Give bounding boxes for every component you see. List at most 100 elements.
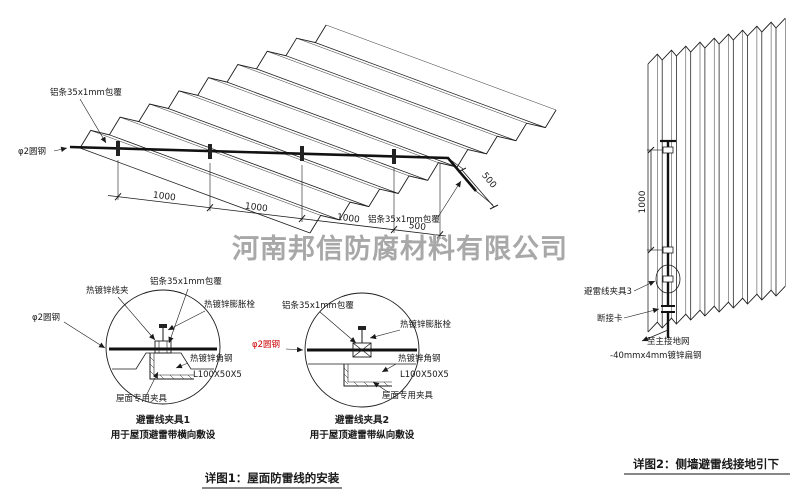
wire-clip <box>154 340 172 354</box>
hatch-line <box>187 374 193 380</box>
label-fixture-d1: 屋面专用夹具 <box>116 393 168 404</box>
corrugation-edge-front <box>309 109 557 234</box>
leader-line <box>381 363 397 373</box>
dim-1000-3: 1000 <box>336 213 360 226</box>
leader-line <box>623 307 660 319</box>
dimension-line <box>461 169 495 208</box>
corrugation-rib-line <box>197 94 428 181</box>
hatch-line <box>149 370 155 376</box>
leader-line <box>53 146 68 152</box>
dim-tick <box>298 214 306 223</box>
label-flat-steel: -40mmx4mm镀锌扁钢 <box>610 350 701 361</box>
roof-conductor-group <box>69 141 477 192</box>
hatch-line <box>343 379 349 385</box>
hatch-line <box>343 367 349 373</box>
label-disconnect: 断接卡 <box>597 313 623 324</box>
roof-clamp <box>116 141 120 156</box>
dim-tick <box>206 203 214 212</box>
label-round-steel-roof: φ2圆钢 <box>18 146 46 157</box>
wall-corrugation <box>647 17 786 333</box>
roof-dimension-chain <box>107 160 447 239</box>
leader-line <box>168 288 189 344</box>
label-clamp3: 避雷线夹具3 <box>584 286 632 297</box>
label-alu-strip-top: 铝条35x1mm包覆 <box>50 87 122 98</box>
corrugation-rib-line <box>109 134 340 221</box>
hatch-line <box>159 374 165 380</box>
dim-tick <box>114 192 122 201</box>
corrugation-rib-line <box>315 42 546 128</box>
label-angle-size-d1: L100X50X5 <box>193 370 242 380</box>
label-to-ground: 至主接地网 <box>647 336 690 347</box>
bolt-head <box>358 326 366 330</box>
leader-line <box>79 98 107 144</box>
label-fixture-d2: 屋面专用夹具 <box>382 390 434 401</box>
roof-clamp <box>392 149 396 164</box>
label-angle-steel-d2: 热镀锌角钢 <box>398 353 441 364</box>
roof-corrugation <box>79 24 557 234</box>
hatch-line <box>169 374 175 380</box>
detail-circle-2: 铝条35x1mm包覆 热镀锌膨胀栓 φ2圆钢 热镀锌角钢 L100X50X5 屋… <box>252 292 452 441</box>
dimension-line <box>107 195 447 237</box>
leader-line <box>145 371 159 397</box>
extension-line <box>447 157 464 170</box>
clamp-highlight-circle <box>655 264 681 294</box>
corrugation-rib-line <box>285 55 517 142</box>
dim-tick <box>390 225 398 234</box>
leader-line <box>319 311 357 344</box>
lightning-conductor-line <box>69 145 477 192</box>
detail1-subtitle: 用于屋顶避雷带横向敷设 <box>110 429 216 441</box>
roof-clamp <box>300 146 304 161</box>
corrugation-rib-line <box>326 24 557 111</box>
leader-line <box>175 362 189 369</box>
hatch-line <box>363 381 369 387</box>
hatch-line <box>353 381 359 387</box>
label-angle-steel-d1: 热镀锌角钢 <box>190 353 233 364</box>
wall-dim-1000: 1000 <box>638 190 648 213</box>
corrugation-rib-line <box>256 68 487 155</box>
wall-dimension <box>647 146 662 254</box>
wall-conductor-group <box>655 139 681 338</box>
detail2-subtitle: 用于屋顶避雷带纵向敷设 <box>309 429 415 441</box>
dim-tick <box>489 204 499 210</box>
corrugation-edge-back <box>647 17 786 65</box>
dim-500-slope: 500 <box>479 171 498 191</box>
to-ground-arrow <box>641 329 669 342</box>
dim-500-chain: 500 <box>408 221 427 233</box>
corrugation-rib-line <box>149 103 380 190</box>
corrugation-edge-front <box>647 285 786 333</box>
wall-clamp <box>662 146 674 154</box>
corrugation-edge-back <box>79 24 327 149</box>
figure1-caption: 详图1：屋面防雷线的安装 <box>205 471 340 485</box>
corrugation-rib-line <box>138 121 369 207</box>
label-clip: 热镀锌线夹 <box>86 285 129 296</box>
leader-line <box>372 381 389 393</box>
angle-steel <box>149 353 194 380</box>
dim-1000-2: 1000 <box>244 202 268 215</box>
wall-clamp <box>662 275 674 283</box>
leader-line <box>633 280 656 292</box>
hatch-line <box>149 363 155 369</box>
corrugation-rib-line <box>168 108 399 194</box>
detail-bubble <box>105 289 221 405</box>
wall-clamp <box>662 246 674 254</box>
corrugation-rib-line <box>79 147 311 234</box>
corrugation-rib-line <box>296 37 527 124</box>
leader-line <box>437 180 462 218</box>
corrugation-rib-line <box>90 130 321 216</box>
detail2-title: 避雷线夹具2 <box>335 414 389 426</box>
label-alu-strip-d1: 铝条35x1mm包覆 <box>150 276 222 287</box>
hatch-line <box>179 374 185 380</box>
corrugation-rib-line <box>208 77 439 163</box>
label-alu-strip-d2: 铝条35x1mm包覆 <box>282 300 354 311</box>
label-round-steel-d1: φ2圆钢 <box>32 312 60 323</box>
corrugation-rib-line <box>226 81 458 168</box>
dim-tick <box>647 246 655 254</box>
leader-line <box>167 310 206 331</box>
wire-clip-cross <box>352 342 372 358</box>
dim-tick <box>436 230 444 239</box>
corrugation-rib-line <box>237 64 468 150</box>
corrugation-rib-line <box>178 90 410 177</box>
leader-line <box>63 321 106 349</box>
